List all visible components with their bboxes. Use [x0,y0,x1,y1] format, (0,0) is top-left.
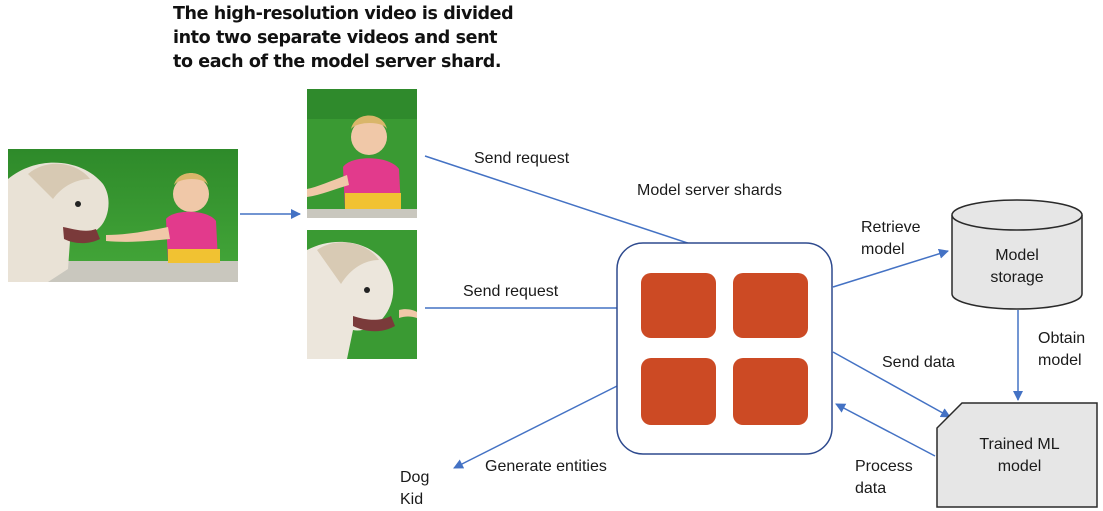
trained-ml-model-label: Trained ML model [952,434,1087,478]
generate-entities-arrow [453,381,626,469]
trained-ml-model-line-2: model [997,458,1042,475]
obtain-model-label: Obtain model [1038,328,1085,372]
caption-line-3: to each of the model server shard. [173,52,502,72]
model-server-shard-4 [733,358,808,425]
dog-video-frame [307,230,417,359]
send-request-label-top: Send request [474,150,570,167]
model-storage-line-2: storage [990,269,1044,286]
obtain-model-line-1: Obtain [1038,330,1086,347]
retrieve-model-line-1: Retrieve [861,219,921,236]
caption-line-1: The high-resolution video is divided [173,4,514,24]
process-data-line-2: data [855,480,887,497]
retrieve-model-label: Retrieve model [861,217,921,261]
model-server-shard-3 [641,358,716,425]
send-data-label: Send data [882,354,955,371]
entity-dog: Dog [400,469,430,486]
model-server-shard-1 [641,273,716,338]
model-server-shard-2 [733,273,808,338]
trained-ml-model-line-1: Trained ML [979,436,1060,453]
process-data-line-1: Process [855,458,913,475]
kid-video-frame [307,89,417,218]
obtain-model-line-2: model [1038,352,1082,369]
caption-text: The high-resolution video is divided int… [173,2,553,74]
entity-kid: Kid [400,491,424,508]
generate-entities-label: Generate entities [485,458,607,475]
process-data-arrow [835,403,936,457]
send-data-arrow [832,351,951,418]
process-data-label: Process data [855,456,913,500]
caption-line-2: into two separate videos and sent [173,28,498,48]
model-storage-line-1: Model [995,247,1039,264]
retrieve-model-line-2: model [861,241,905,258]
entities-list: Dog Kid [400,467,429,511]
trained-ml-model-document [936,402,1098,508]
model-storage-cylinder [951,199,1083,310]
model-server-shards-label: Model server shards [637,182,782,199]
send-request-label-bottom: Send request [463,283,559,300]
model-storage-label: Model storage [967,245,1067,289]
retrieve-model-arrow [832,248,949,288]
high-resolution-video-frame [8,149,238,282]
